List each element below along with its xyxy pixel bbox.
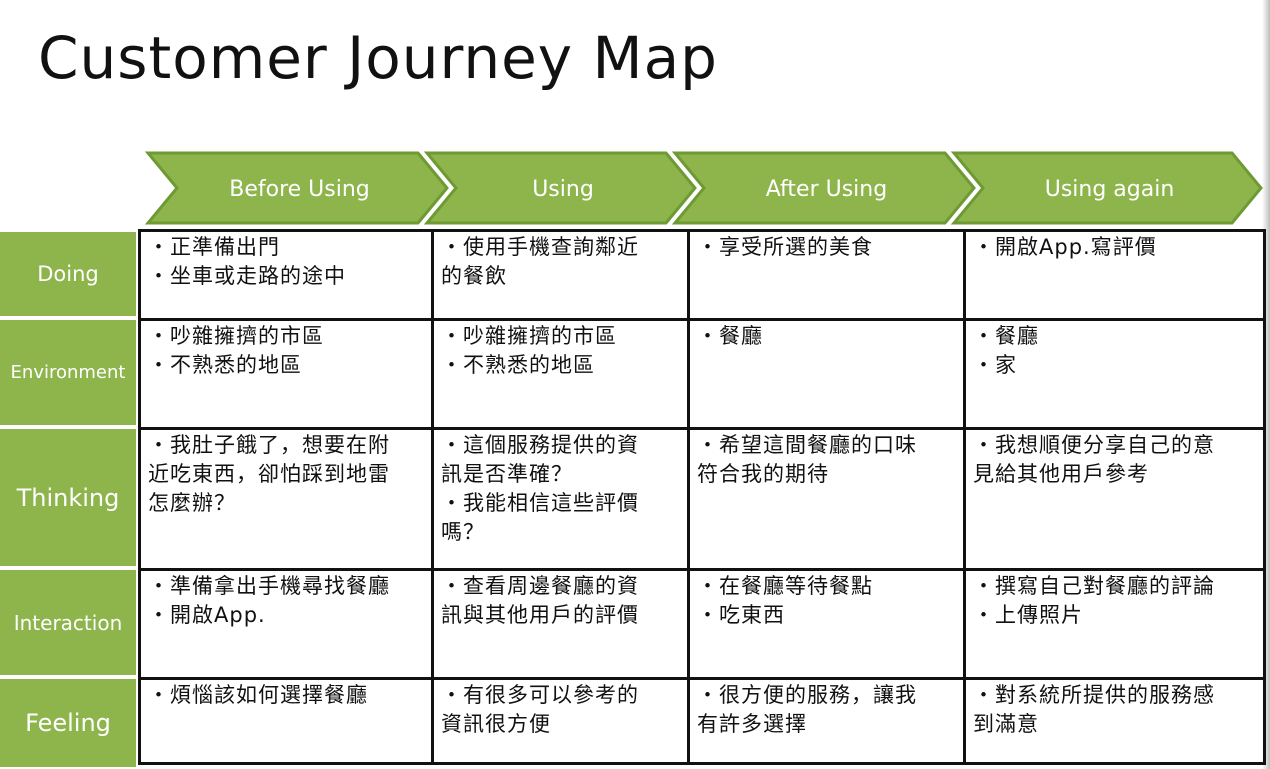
cell-doing-before-using: ・正準備出門 ・坐車或走路的途中 [148, 235, 346, 288]
cell-environment-using-again: ・餐廳 ・家 [973, 324, 1039, 377]
row-label-interaction: Interaction [0, 570, 136, 679]
cell-feeling-before-using: ・煩惱該如何選擇餐廳 [148, 683, 368, 707]
row-label-environment: Environment [0, 320, 136, 429]
stage-label-before-using: Before Using [229, 177, 370, 202]
stage-arrow-after-using [671, 151, 976, 225]
grid-divider [687, 229, 690, 765]
stage-label-using-again: Using again [1044, 177, 1175, 202]
journey-grid [138, 229, 1266, 765]
page-title: Customer Journey Map [38, 24, 718, 92]
stage-arrow-using [423, 151, 697, 225]
grid-divider [138, 427, 1266, 430]
cell-doing-using-again: ・開啟App.寫評價 [973, 235, 1157, 259]
cell-doing-after-using: ・享受所選的美食 [697, 235, 873, 259]
cell-environment-using: ・吵雜擁擠的市區 ・不熟悉的地區 [441, 324, 617, 377]
row-label-feeling: Feeling [0, 679, 136, 767]
cell-feeling-using-again: ・對系統所提供的服務感 到滿意 [973, 683, 1215, 736]
row-label-doing: Doing [0, 232, 136, 320]
stage-arrow-before-using [144, 151, 449, 225]
grid-divider [138, 318, 1266, 321]
cell-interaction-using: ・查看周邊餐廳的資 訊與其他用戶的評價 [441, 574, 639, 627]
grid-divider [431, 229, 434, 765]
cell-interaction-using-again: ・撰寫自己對餐廳的評論 ・上傳照片 [973, 574, 1215, 627]
cell-environment-after-using: ・餐廳 [697, 324, 763, 348]
cell-thinking-before-using: ・我肚子餓了，想要在附 近吃東西，卻怕踩到地雷 怎麼辦？ [148, 433, 390, 515]
grid-divider [138, 677, 1266, 680]
stage-arrow-using-again [950, 151, 1263, 225]
grid-divider [963, 229, 966, 765]
stage-arrows [144, 151, 1263, 225]
stage-label-using: Using [532, 177, 594, 202]
cell-interaction-after-using: ・在餐廳等待餐點 ・吃東西 [697, 574, 873, 627]
cell-feeling-after-using: ・很方便的服務，讓我 有許多選擇 [697, 683, 917, 736]
window-edge [1262, 0, 1270, 769]
cell-doing-using: ・使用手機查詢鄰近 的餐飲 [441, 235, 639, 288]
cell-thinking-after-using: ・希望這間餐廳的口味 符合我的期待 [697, 433, 917, 486]
cell-environment-before-using: ・吵雜擁擠的市區 ・不熟悉的地區 [148, 324, 324, 377]
cell-thinking-using: ・這個服務提供的資 訊是否準確？ ・我能相信這些評價 嗎？ [441, 433, 639, 544]
grid-divider [138, 568, 1266, 571]
cell-interaction-before-using: ・準備拿出手機尋找餐廳 ・開啟App. [148, 574, 390, 627]
stage-label-after-using: After Using [765, 177, 888, 202]
cell-feeling-using: ・有很多可以參考的 資訊很方便 [441, 683, 639, 736]
cell-thinking-using-again: ・我想順便分享自己的意 見給其他用戶參考 [973, 433, 1215, 486]
row-label-thinking: Thinking [0, 429, 136, 570]
